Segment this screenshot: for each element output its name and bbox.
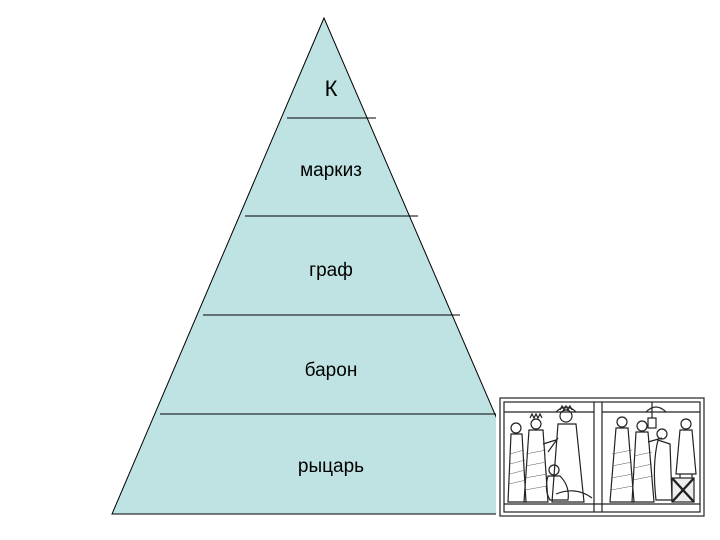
tier-label-baron: барон <box>305 360 358 381</box>
tier-label-knight: рыцарь <box>298 456 364 477</box>
feudal-ceremony-engraving-icon <box>496 394 708 520</box>
pyramid-body <box>111 16 539 515</box>
tier-label-count: граф <box>309 260 353 281</box>
tier-label-king: К <box>325 76 338 101</box>
tier-label-marquis: маркиз <box>300 160 362 181</box>
